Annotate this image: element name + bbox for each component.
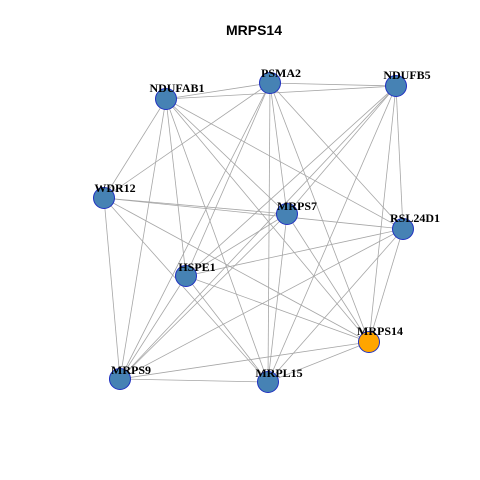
edge-rsl24d1-mrps14 [368,228,404,343]
graph-title: MRPS14 [226,22,282,38]
edge-mrps14-mrpl15 [267,341,370,383]
node-rsl24d1[interactable] [392,218,414,240]
edge-ndufab1-psma2 [165,82,271,100]
node-mrpl15[interactable] [257,371,279,393]
edge-rsl24d1-mrpl15 [267,228,404,383]
node-label-ndufb5: NDUFB5 [383,68,430,82]
edge-rsl24d1-mrps9 [119,228,404,380]
edge-psma2-wdr12 [103,82,271,199]
edge-wdr12-mrpl15 [103,197,269,383]
edge-ndufab1-mrps14 [165,98,370,343]
edge-ndufb5-mrpl15 [267,85,397,383]
nodes-layer [93,72,414,393]
edge-mrps7-mrpl15 [267,213,288,383]
edge-ndufab1-mrps9 [119,98,167,380]
edge-ndufab1-mrps7 [165,98,288,215]
node-label-mrps9: MRPS9 [111,363,151,377]
node-ndufab1[interactable] [155,88,177,110]
edge-mrps14-mrps9 [119,341,370,380]
edge-wdr12-mrps14 [103,197,370,343]
edge-mrps7-hspe1 [185,213,288,277]
node-label-mrps14: MRPS14 [357,324,403,338]
node-label-mrpl15: MRPL15 [255,366,302,380]
edge-ndufb5-mrps14 [368,85,397,343]
edge-hspe1-mrps14 [185,275,370,343]
node-label-hspe1: HSPE1 [178,260,215,274]
edge-mrps7-mrps14 [286,213,370,343]
edge-hspe1-mrps9 [119,275,187,380]
node-label-ndufab1: NDUFAB1 [149,81,204,95]
edge-psma2-ndufb5 [269,82,397,87]
edge-psma2-mrpl15 [267,82,271,383]
edge-hspe1-mrpl15 [185,275,269,383]
node-ndufb5[interactable] [385,75,407,97]
node-mrps9[interactable] [109,368,131,390]
edge-ndufb5-mrps7 [286,85,397,215]
node-mrps14[interactable] [358,331,380,353]
node-label-rsl24d1: RSL24D1 [390,211,440,225]
node-wdr12[interactable] [93,187,115,209]
edge-rsl24d1-hspe1 [185,228,404,277]
edge-mrps7-mrps9 [119,213,288,380]
edges-layer [103,82,404,383]
edge-ndufab1-rsl24d1 [165,98,404,230]
node-label-mrps7: MRPS7 [277,199,317,213]
edge-mrps9-mrpl15 [119,378,269,383]
edge-psma2-hspe1 [185,82,271,277]
edge-wdr12-mrps9 [103,197,121,380]
edge-psma2-mrps14 [269,82,370,343]
edge-ndufb5-mrps9 [119,85,397,380]
edge-wdr12-rsl24d1 [103,197,404,230]
edge-ndufb5-rsl24d1 [395,85,404,230]
edge-ndufb5-hspe1 [185,85,397,277]
edge-psma2-mrps7 [269,82,288,215]
edge-ndufab1-mrpl15 [165,98,269,383]
node-label-psma2: PSMA2 [261,66,301,80]
node-psma2[interactable] [259,72,281,94]
edge-psma2-mrps9 [119,82,271,380]
edge-ndufab1-hspe1 [165,98,187,277]
edge-ndufab1-wdr12 [103,98,167,199]
edge-wdr12-mrps7 [103,197,288,215]
labels-layer: PSMA2 NDUFB5NDUFAB1WDR12MRPS7RSL24D1HSPE1… [94,66,440,380]
node-label-wdr12: WDR12 [94,181,135,195]
node-mrps7[interactable] [276,203,298,225]
node-hspe1[interactable] [175,265,197,287]
edge-ndufab1-ndufb5 [165,85,397,100]
